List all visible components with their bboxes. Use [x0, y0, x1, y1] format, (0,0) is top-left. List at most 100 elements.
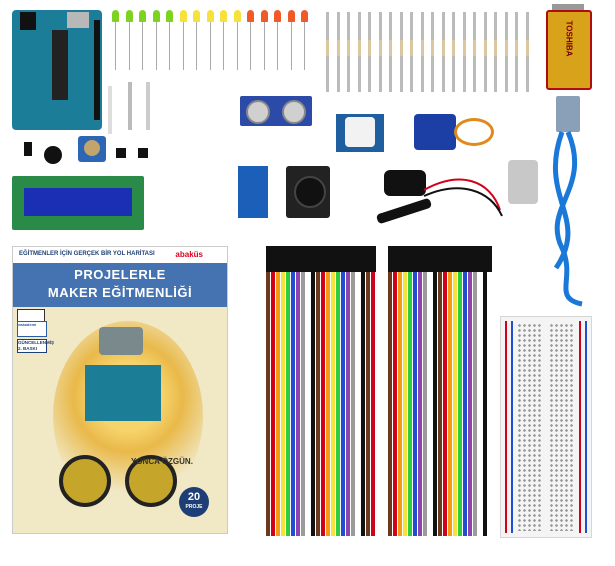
led-leg [250, 22, 251, 70]
resistor [368, 12, 371, 92]
breadboard-rail [511, 321, 513, 533]
jumper-wire [408, 272, 412, 536]
jumper-wire [316, 272, 320, 536]
pir-dome [345, 117, 375, 147]
arduino-board [12, 10, 102, 130]
led-leg [155, 22, 157, 70]
led-leg [263, 22, 265, 70]
led [179, 10, 187, 22]
wire-connectors [266, 246, 376, 272]
jumper-wire [356, 272, 360, 536]
jumper-wire [403, 272, 407, 536]
clip-wires [423, 178, 503, 217]
jumper-wire [393, 272, 397, 536]
joystick-stick [294, 176, 326, 208]
usb-cable [552, 131, 583, 307]
battery-terminals [552, 4, 584, 12]
led-leg [169, 22, 170, 70]
diode [146, 82, 150, 130]
vakademi-logo: vakademi [17, 321, 47, 337]
power-jack [20, 12, 36, 30]
jumper-wire [458, 272, 462, 536]
resistor [494, 12, 497, 92]
led-leg [236, 22, 238, 70]
jumper-wire [306, 272, 310, 536]
jumper-wire [398, 272, 402, 536]
lcd-screen [24, 188, 132, 216]
potentiometer-knob [84, 140, 100, 156]
led [166, 10, 173, 22]
resistor [378, 12, 382, 92]
led [260, 10, 268, 22]
jumper-wire [443, 272, 447, 536]
breadboard-holes [517, 323, 541, 531]
robot-head [99, 327, 143, 355]
microcontroller-chip [52, 30, 68, 100]
push-button [116, 148, 126, 158]
led-leg [142, 22, 143, 70]
resistor [336, 12, 340, 92]
project-count: 20 [187, 491, 201, 503]
battery-label: TOSHIBA [564, 20, 574, 57]
resistor [326, 12, 329, 92]
pin-header [94, 20, 100, 120]
pir-sensor [336, 114, 384, 152]
resistor [504, 12, 508, 92]
breadboard-holes [549, 323, 573, 531]
led [125, 10, 133, 22]
jumper-wire [311, 272, 315, 536]
ldr-sensor [108, 86, 112, 134]
ultrasonic-sensor [240, 96, 312, 126]
led [233, 10, 241, 22]
resistor [525, 12, 529, 92]
resistor [462, 12, 466, 92]
resistor [473, 12, 476, 92]
led-leg [223, 22, 224, 70]
jumper-wire [366, 272, 370, 536]
jumper-wire [291, 272, 295, 536]
jumper-wire [453, 272, 457, 536]
robot-body [85, 365, 161, 421]
battery-clip [384, 170, 426, 196]
breadboard-rail [505, 321, 507, 533]
resistor [357, 12, 361, 92]
jumper-wire [473, 272, 477, 536]
jumper-wire [331, 272, 335, 536]
resistor [410, 12, 413, 92]
breadboard-rail [585, 321, 587, 533]
led-leg [128, 22, 130, 70]
jumper-wire [448, 272, 452, 536]
resistor [347, 12, 350, 92]
jumper-wire [433, 272, 437, 536]
led [274, 10, 281, 22]
ultrasonic-transmitter [246, 100, 270, 124]
led [152, 10, 160, 22]
lcd-display [12, 176, 144, 230]
jumper-wires-female [388, 246, 492, 536]
jumper-wire [413, 272, 417, 536]
microphone-sensor [24, 142, 32, 156]
jumper-wire [336, 272, 340, 536]
book-cover: EĞİTMENLER İÇİN GERÇEK BİR YOL HARİTASI … [12, 246, 228, 534]
led-leg [209, 22, 211, 70]
jumper-wire [341, 272, 345, 536]
jumper-wire [326, 272, 330, 536]
wire-connectors [388, 246, 492, 272]
jumper-wire [463, 272, 467, 536]
led-leg [277, 22, 278, 70]
jumper-wire [423, 272, 427, 536]
jumper-wire [478, 272, 482, 536]
jumper-wires-male [266, 246, 376, 536]
book-publisher: abaküs [175, 250, 203, 259]
ultrasonic-receiver [282, 100, 306, 124]
light-sensor-module [238, 166, 268, 218]
buzzer [44, 146, 62, 164]
led-leg [115, 22, 116, 70]
led-leg [304, 22, 305, 70]
temperature-sensor [128, 82, 132, 130]
jumper-wire [276, 272, 280, 536]
resistor [441, 12, 445, 92]
jumper-wire [266, 272, 270, 536]
edition-line1: GÜNCELLENMİŞ [18, 340, 54, 345]
led [287, 10, 295, 22]
